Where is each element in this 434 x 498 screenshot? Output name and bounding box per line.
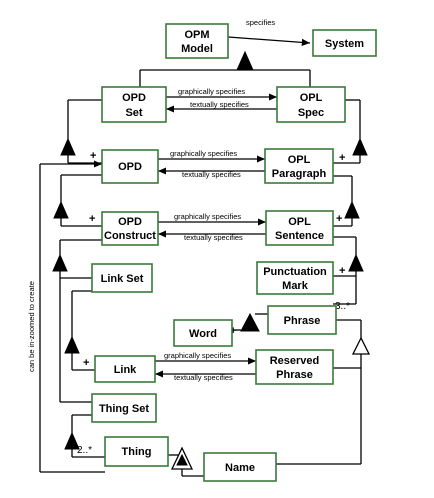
box-punctuation-mark[interactable]: Punctuation Mark [256, 261, 334, 295]
phrase-generalization-triangle [351, 336, 371, 355]
link-labels: specifies graphically specifies textuall… [27, 18, 275, 382]
system-label: System [325, 38, 364, 50]
opm-model-line2: Model [181, 43, 213, 55]
reserved-phrase-line1: Reserved [270, 355, 320, 367]
box-opl-paragraph[interactable]: OPL Paragraph [264, 148, 334, 184]
opd-set-line2: Set [125, 107, 142, 119]
link-set-label: Link Set [101, 273, 144, 285]
construct-plus-mark: + [89, 213, 95, 225]
name-label: Name [225, 462, 255, 474]
link-plus-mark: + [83, 357, 89, 369]
box-system[interactable]: System [312, 29, 377, 57]
thing-label: Thing [122, 446, 152, 458]
box-opl-spec[interactable]: OPL Spec [276, 86, 346, 123]
box-reserved-phrase[interactable]: Reserved Phrase [255, 349, 334, 385]
specifies-link-line [227, 36, 311, 47]
reserved-phrase-line2: Phrase [276, 369, 313, 381]
oplspec-aggregation-triangle [352, 137, 368, 156]
opdset-aggregation-triangle [60, 137, 76, 156]
linkset-aggregation-triangle [64, 335, 80, 354]
box-thing[interactable]: Thing [104, 436, 169, 467]
box-link-set[interactable]: Link Set [91, 263, 153, 293]
box-link[interactable]: Link [94, 355, 156, 383]
thingset-aggregation-triangle [64, 431, 80, 450]
opd-plus-mark: + [90, 150, 96, 162]
model-aggregation-triangle [236, 50, 254, 71]
word-plus-mark: + [230, 325, 236, 337]
box-word[interactable]: Word [173, 319, 233, 347]
construct-textually-label: textually specifies [184, 233, 243, 242]
phrase-aggregation-triangle [240, 312, 260, 332]
opd-set-line1: OPD [122, 92, 146, 104]
multiplicities: + + + + + + + 3..* 2..* [77, 150, 350, 456]
link-label: Link [114, 364, 137, 376]
opd-graphically-label: graphically specifies [170, 149, 237, 158]
construct-aggregation-triangle [52, 253, 68, 272]
box-opd[interactable]: OPD [101, 149, 159, 184]
punctuation-mark-line1: Punctuation [263, 266, 327, 278]
opl-spec-line1: OPL [300, 92, 323, 104]
punctuation-mark-line2: Mark [282, 280, 309, 292]
box-opd-construct[interactable]: OPD Construct [101, 211, 159, 246]
opd-construct-line2: Construct [104, 230, 156, 242]
specifies-label: specifies [246, 18, 275, 27]
opd-aggregation-triangle [53, 200, 69, 219]
phrase-multiplicity: 3..* [335, 301, 350, 312]
box-opm-model[interactable]: OPM Model [165, 23, 229, 59]
paragraph-aggregation-triangle [344, 200, 360, 219]
opd-textually-label: textually specifies [182, 170, 241, 179]
opl-paragraph-line2: Paragraph [272, 168, 327, 180]
relation-symbols [52, 50, 371, 470]
construct-graphically-label: graphically specifies [174, 212, 241, 221]
opd-construct-line1: OPD [118, 216, 142, 228]
box-opl-sentence[interactable]: OPL Sentence [265, 210, 334, 246]
phrase-label: Phrase [284, 315, 321, 327]
punctuation-plus-mark: + [339, 265, 345, 277]
link-textually-label: textually specifies [174, 373, 233, 382]
connector-lines [39, 36, 362, 477]
set-graphically-label: graphically specifies [178, 87, 245, 96]
zoom-label: can be in-zoomed to create [27, 281, 36, 372]
opl-paragraph-line1: OPL [288, 154, 311, 166]
opm-model-line1: OPM [184, 29, 209, 41]
box-phrase[interactable]: Phrase [267, 305, 337, 335]
opl-sentence-line1: OPL [288, 216, 311, 228]
sentence-aggregation-triangle [348, 253, 364, 272]
opl-spec-line2: Spec [298, 107, 324, 119]
thing-multiplicity: 2..* [77, 445, 92, 456]
opl-sentence-line2: Sentence [275, 230, 324, 242]
paragraph-plus-mark: + [339, 152, 345, 164]
thing-set-label: Thing Set [99, 403, 149, 415]
exhibition-triangle-inner [176, 453, 188, 466]
link-graphically-label: graphically specifies [164, 351, 231, 360]
box-opd-set[interactable]: OPD Set [101, 86, 167, 123]
set-textually-label: textually specifies [190, 100, 249, 109]
opd-label: OPD [118, 161, 142, 173]
sentence-plus-mark: + [336, 213, 342, 225]
box-thing-set[interactable]: Thing Set [91, 393, 157, 423]
box-name[interactable]: Name [203, 452, 277, 482]
word-label: Word [189, 328, 217, 340]
